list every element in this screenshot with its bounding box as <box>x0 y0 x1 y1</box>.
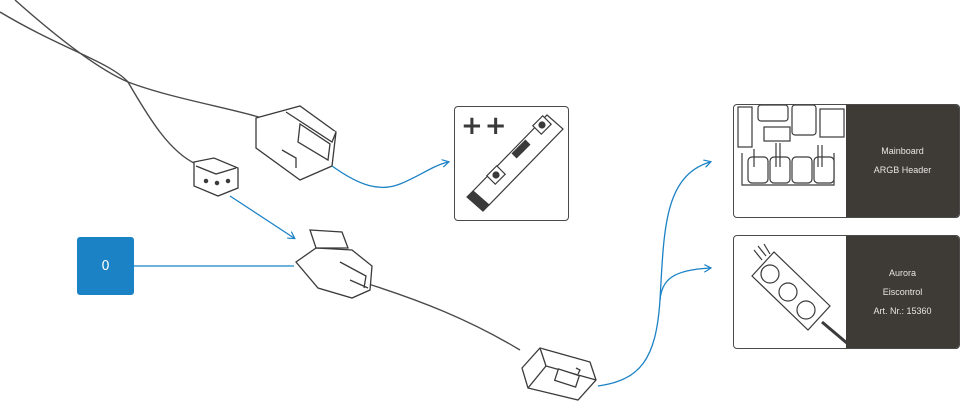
aurora-panel: Aurora Eiscontrol Art. Nr.: 15360 <box>733 235 960 349</box>
argb-plug <box>521 347 597 401</box>
mainboard-header-illustration <box>737 105 845 186</box>
small-3pin-plug <box>193 157 239 197</box>
led-strip-illustration <box>466 114 564 212</box>
arrow-to-aurora <box>659 268 710 301</box>
aurora-title: Aurora <box>888 267 916 278</box>
cable-lower <box>361 281 521 351</box>
step-badge[interactable]: 0 <box>77 237 134 295</box>
arrow-to-mainboard <box>597 162 710 387</box>
adapter-connector <box>295 229 373 299</box>
arrow-to-adapter <box>229 195 294 238</box>
aurora-model: Eiscontrol <box>882 286 923 297</box>
arrow-to-strip <box>331 162 448 188</box>
mainboard-title: Mainboard <box>881 146 924 156</box>
plus-plus-symbol: ++ <box>461 111 509 141</box>
aurora-article-number: Art. Nr.: 15360 <box>873 305 932 316</box>
fan-connector-female <box>255 105 337 181</box>
led-strip-panel: ++ <box>454 106 569 221</box>
mainboard-panel: Mainboard ARGB Header <box>733 104 960 218</box>
mainboard-subtitle: ARGB Header <box>873 165 932 175</box>
cable-split <box>0 11 197 165</box>
aurora-controller-illustration <box>751 243 848 346</box>
aurora-label: Aurora Eiscontrol Art. Nr.: 15360 <box>846 236 959 348</box>
mainboard-label: Mainboard ARGB Header <box>846 105 959 217</box>
